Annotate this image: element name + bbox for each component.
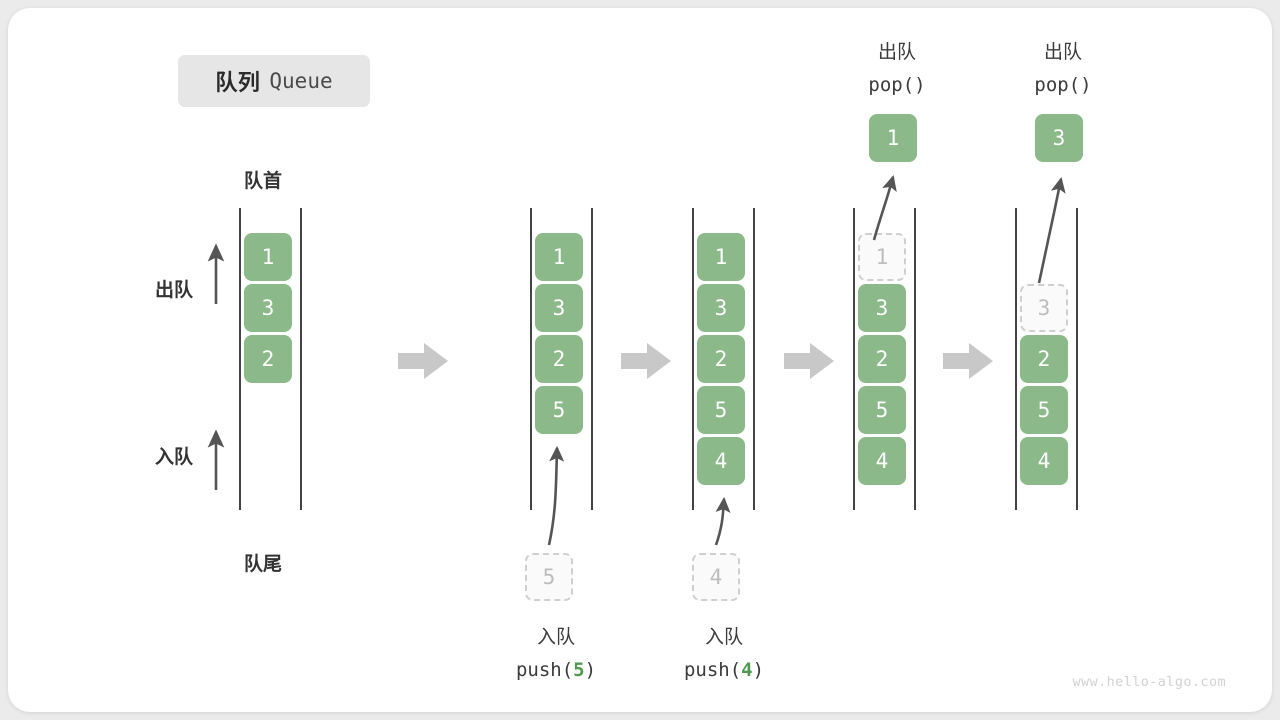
stage3-element-3: 5	[697, 386, 745, 434]
stage2-caption-arg: 5	[573, 659, 585, 682]
push-4-arrow	[714, 496, 731, 546]
stage1-rail-left	[239, 208, 241, 510]
watermark: www.hello-algo.com	[1072, 674, 1226, 690]
label-enqueue: 入队	[155, 447, 194, 468]
stage3-caption-arg: 4	[741, 659, 753, 682]
stage5-rail-right	[1076, 208, 1078, 510]
stage1-element-0: 1	[244, 233, 292, 281]
stage4-ghost-element: 1	[858, 233, 906, 281]
stage1-element-2: 2	[244, 335, 292, 383]
diagram-card: 队列 Queue 队首 队尾 出队 入队 1 3 2 1 3 2 5 5 入队 …	[8, 8, 1272, 712]
stage1-element-1: 3	[244, 284, 292, 332]
stage2-caption-fn-close: )	[584, 659, 597, 682]
stage3-rail-left	[692, 208, 694, 510]
label-queue-front: 队首	[244, 171, 283, 192]
pop-1-arrow	[872, 174, 897, 241]
title-chinese: 队列	[215, 70, 261, 95]
stage3-ghost-element: 4	[692, 553, 740, 601]
step-arrow-3	[784, 343, 834, 379]
stage2-caption: 入队 push(5)	[476, 621, 636, 688]
stage5-ghost-element: 3	[1020, 284, 1068, 332]
stage4-element-2: 2	[858, 335, 906, 383]
step-arrow-2	[621, 343, 671, 379]
pop-3-arrow	[1037, 176, 1066, 284]
step-arrow-4	[943, 343, 993, 379]
stage2-element-0: 1	[535, 233, 583, 281]
step-arrow-1	[398, 343, 448, 379]
stage2-element-1: 3	[535, 284, 583, 332]
stage3-caption-fn-close: )	[752, 659, 765, 682]
push-5-arrow	[547, 445, 565, 546]
stage4-rail-left	[853, 208, 855, 510]
stage4-caption: 出队 pop()	[827, 36, 967, 103]
title-english: Queue	[269, 69, 333, 93]
stage4-caption-chinese: 出队	[877, 42, 916, 63]
stage3-caption-fn-open: push(	[683, 659, 742, 682]
stage2-caption-fn-open: push(	[515, 659, 574, 682]
stage4-caption-fn: pop()	[868, 74, 926, 97]
stage4-rail-right	[914, 208, 916, 510]
stage5-caption: 出队 pop()	[993, 36, 1133, 103]
arrow-overlay	[207, 174, 1066, 546]
title-badge: 队列 Queue	[178, 55, 370, 107]
stage4-element-3: 5	[858, 386, 906, 434]
stage4-element-4: 4	[858, 437, 906, 485]
stage1-rail-right	[300, 208, 302, 510]
stage4-popped-element: 1	[869, 114, 917, 162]
stage3-caption: 入队 push(4)	[644, 621, 804, 688]
stage5-caption-chinese: 出队	[1043, 42, 1082, 63]
stage5-caption-fn: pop()	[1034, 74, 1092, 97]
stage3-element-2: 2	[697, 335, 745, 383]
stage5-popped-element: 3	[1035, 114, 1083, 162]
stage5-element-2: 2	[1020, 335, 1068, 383]
stage2-rail-right	[591, 208, 593, 510]
stage5-rail-left	[1015, 208, 1017, 510]
stage2-ghost-element: 5	[525, 553, 573, 601]
stage3-element-0: 1	[697, 233, 745, 281]
stage2-caption-chinese: 入队	[536, 627, 575, 648]
stage2-rail-left	[530, 208, 532, 510]
stage2-element-2: 2	[535, 335, 583, 383]
label-queue-rear: 队尾	[244, 554, 283, 575]
stage4-element-1: 3	[858, 284, 906, 332]
stage3-element-4-new: 4	[697, 437, 745, 485]
stage3-caption-chinese: 入队	[704, 627, 743, 648]
stage5-element-3: 5	[1020, 386, 1068, 434]
stage3-element-1: 3	[697, 284, 745, 332]
stage5-element-4: 4	[1020, 437, 1068, 485]
stage2-element-3-new: 5	[535, 386, 583, 434]
label-dequeue: 出队	[155, 280, 194, 301]
stage3-rail-right	[753, 208, 755, 510]
